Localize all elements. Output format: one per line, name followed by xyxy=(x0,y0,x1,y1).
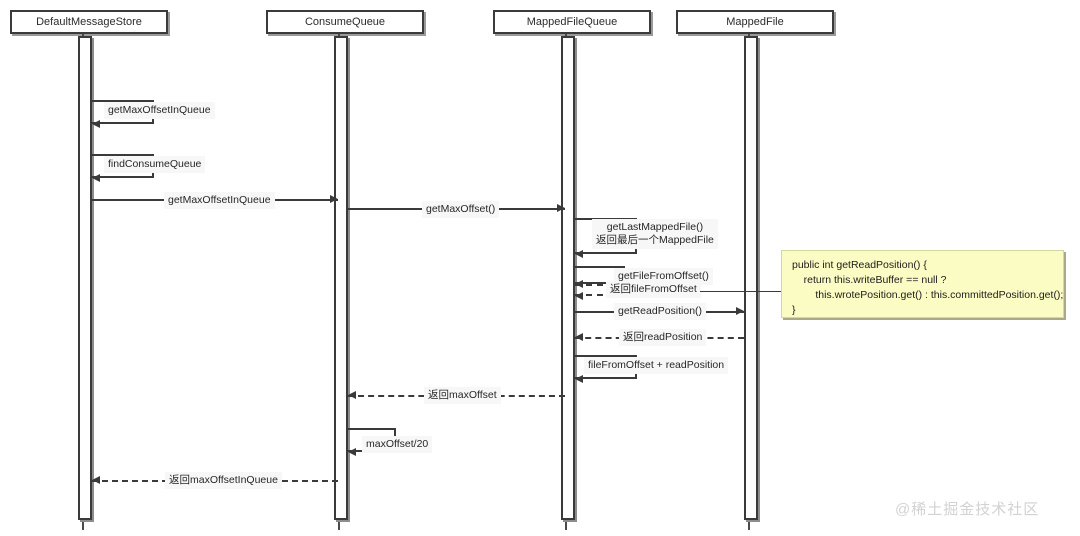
message-label-m6: getFileFromOffset() xyxy=(614,268,713,285)
message-label-m5: getLastMappedFile() 返回最后一个MappedFile xyxy=(592,219,718,249)
activation-consume-queue xyxy=(334,36,348,520)
message-label-m3: getMaxOffsetInQueue xyxy=(164,192,275,209)
note-get-read-position: public int getReadPosition() { return th… xyxy=(781,250,1064,318)
arrowhead-m13 xyxy=(92,476,100,484)
message-label-m4: getMaxOffset() xyxy=(422,201,500,218)
arrowhead-m1 xyxy=(92,120,100,128)
message-label-m9: 返回readPosition xyxy=(619,329,707,346)
arrowhead-m3 xyxy=(330,195,338,203)
participant-label: MappedFileQueue xyxy=(526,16,618,28)
arrowhead-m10 xyxy=(575,375,583,383)
message-label-m10: fileFromOffset + readPosition xyxy=(584,357,729,374)
arrowhead-m12 xyxy=(348,448,356,456)
message-label-m7: 返回fileFromOffset xyxy=(606,281,701,298)
message-label-m2: findConsumeQueue xyxy=(104,156,206,173)
message-label-m11: 返回maxOffset xyxy=(424,387,501,404)
arrowhead-m2 xyxy=(92,174,100,182)
participant-label: MappedFile xyxy=(726,16,784,28)
note-connector-line xyxy=(700,291,782,292)
activation-default-message-store xyxy=(78,36,92,520)
participant-label: DefaultMessageStore xyxy=(36,16,142,28)
participant-mapped-file[interactable]: MappedFile xyxy=(676,10,834,34)
participant-label: ConsumeQueue xyxy=(304,16,386,28)
arrowhead-m4 xyxy=(557,204,565,212)
participant-mapped-file-queue[interactable]: MappedFileQueue xyxy=(493,10,651,34)
message-label-m12: maxOffset/20 xyxy=(362,436,433,453)
arrowhead-m7 xyxy=(575,292,583,300)
watermark: @稀土掘金技术社区 xyxy=(895,501,1040,518)
message-label-m8: getReadPosition() xyxy=(614,303,707,320)
activation-mapped-file-queue xyxy=(561,36,575,520)
participant-default-message-store[interactable]: DefaultMessageStore xyxy=(10,10,168,34)
activation-mapped-file xyxy=(744,36,758,520)
arrowhead-m5 xyxy=(575,250,583,258)
participant-consume-queue[interactable]: ConsumeQueue xyxy=(266,10,424,34)
arrowhead-m9 xyxy=(575,333,583,341)
arrowhead-m11 xyxy=(348,391,356,399)
message-label-m1: getMaxOffsetInQueue xyxy=(104,102,215,119)
arrowhead-m8 xyxy=(736,307,744,315)
message-label-m13: 返回maxOffsetInQueue xyxy=(165,472,282,489)
